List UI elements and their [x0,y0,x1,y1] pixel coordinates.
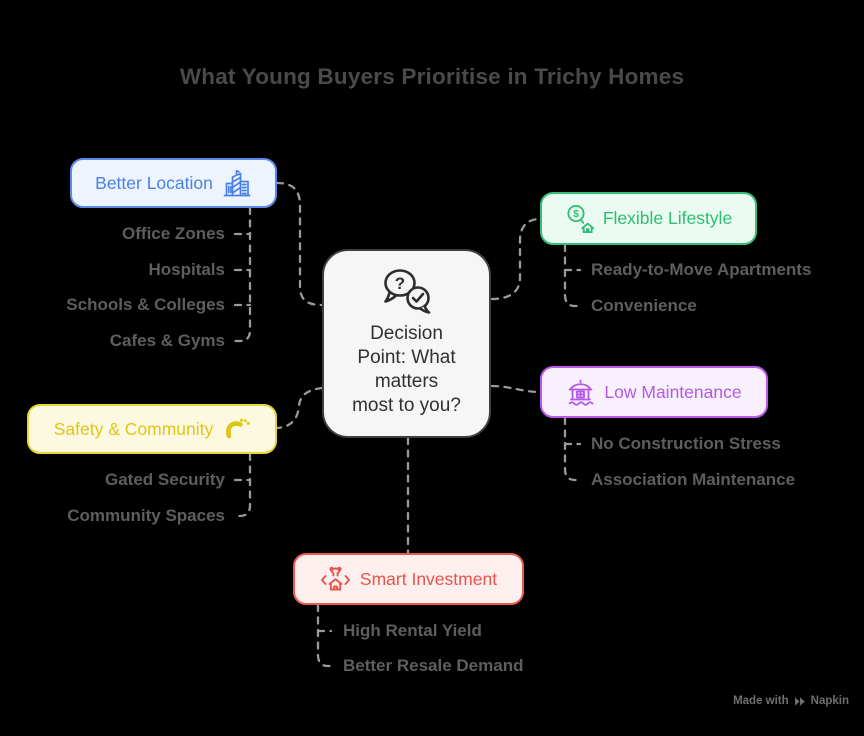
list-item-schools-colleges: Schools & Colleges [66,295,225,314]
list-item-office-zones: Office Zones [122,224,225,243]
list-item-ready-to-move: Ready-to-Move Apartments [591,260,812,279]
list-item-no-construction: No Construction Stress [591,434,781,453]
list-item-better-resale-demand: Better Resale Demand [343,656,524,675]
watermark-prefix: Made with [733,695,789,707]
page-title: What Young Buyers Prioritise in Trichy H… [179,64,685,89]
phone-ring-icon [226,418,250,438]
question-glyph: ? [394,274,404,293]
node-smart-investment: Smart Investment [293,553,524,605]
watermark-brand: Napkin [810,695,849,707]
node-safety-community-label: Safety & Community [53,418,214,439]
node-smart-investment-label: Smart Investment [359,568,498,589]
watermark: Made with Napkin [733,695,849,707]
list-item-cafes-gyms: Cafes & Gyms [109,331,225,350]
napkin-logo-icon [794,696,805,706]
node-low-maintenance: Low Maintenance [540,366,768,418]
node-better-location-label: Better Location [95,172,213,193]
chat-question-check-icon: ? [383,269,430,314]
list-item-high-rental-yield: High Rental Yield [343,621,482,640]
list-item-convenience: Convenience [591,296,697,315]
node-flexible-lifestyle: $ Flexible Lifestyle [540,192,757,245]
node-better-location: Better Location [70,158,277,208]
bull-house-icon [320,566,350,590]
pavilion-water-icon [569,379,594,406]
list-item-gated-security: Gated Security [105,470,225,489]
node-low-maintenance-label: Low Maintenance [604,381,742,402]
money-home-icon: $ [567,205,594,233]
node-flexible-lifestyle-label: Flexible Lifestyle [602,208,733,228]
decision-node-text: Decision Point: What matters most to you… [352,323,461,416]
list-item-community-spaces: Community Spaces [67,506,225,525]
list-item-hospitals: Hospitals [148,260,225,279]
list-item-association-maint: Association Maintenance [591,470,796,489]
city-buildings-icon [223,169,251,196]
decision-node: ? Decision Point: What matters most to y… [322,249,491,438]
node-safety-community: Safety & Community [27,404,277,454]
dollar-glyph: $ [573,208,579,220]
